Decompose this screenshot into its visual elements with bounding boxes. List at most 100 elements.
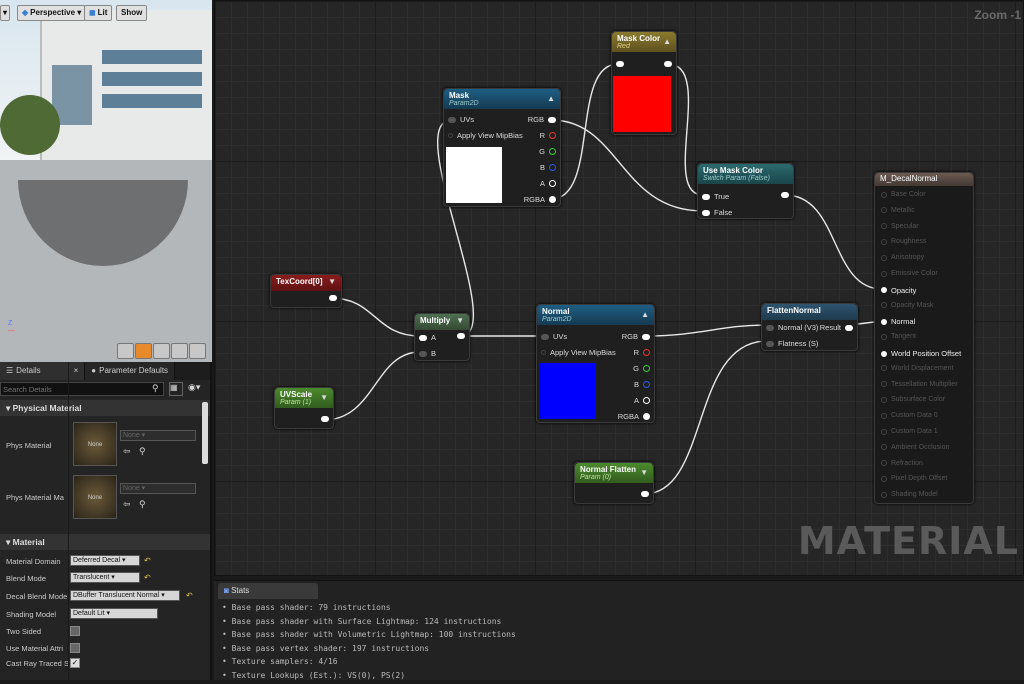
pin-normal-r[interactable]: R [634,348,650,357]
pin-mask-uvs[interactable]: UVs [448,115,474,124]
blend-mode-dropdown[interactable]: Translucent ▾ [70,572,140,583]
show-button[interactable]: Show [116,5,147,21]
details-search-input[interactable] [0,382,164,396]
pin-switch-false[interactable]: False [702,208,732,217]
pin-mask-mipbias[interactable]: Apply View MipBias [448,131,523,140]
pin-normal-b[interactable]: B [634,380,650,389]
pin-normal-a[interactable]: A [634,396,650,405]
reset-icon[interactable]: ↶ [144,573,151,582]
pin-output-opacity-mask[interactable]: Opacity Mask [881,302,933,309]
pin-switch-out[interactable] [781,192,789,198]
shading-model-dropdown[interactable]: Default Lit ▾ [70,608,158,619]
pin-mask-r[interactable]: R [540,131,556,140]
node-flatten-normal[interactable]: FlattenNormal Normal (V3) Result Flatnes… [761,303,858,351]
pin-texcoord-out[interactable] [329,295,337,301]
viewport-menu-button[interactable]: ▾ [0,5,10,21]
use-material-attributes-checkbox[interactable] [70,643,80,653]
dropdown-icon[interactable]: ▼ [640,468,648,477]
pin-output-shading-model[interactable]: Shading Model [881,491,938,498]
pin-multiply-b[interactable]: B [419,349,436,358]
pin-nflatten-out[interactable] [641,491,649,497]
pin-flatten-normal-in[interactable]: Normal (V3) [766,323,818,332]
collapse-icon[interactable]: ▲ [663,37,671,46]
reset-icon[interactable]: ↶ [186,591,193,600]
pin-flatten-flatness[interactable]: Flatness (S) [766,339,818,348]
lit-button[interactable]: ◼Lit [84,5,112,21]
phys-material-thumbnail[interactable]: None [73,422,117,466]
tab-parameter-defaults[interactable]: ●Parameter Defaults [85,362,175,380]
browse-icon[interactable]: ⚲ [139,499,146,510]
arrow-left-icon[interactable]: ⇦ [123,499,131,510]
pin-output-custom-data-0[interactable]: Custom Data 0 [881,412,938,419]
category-material[interactable]: ▾ Material [0,534,210,550]
dropdown-icon[interactable]: ▼ [456,316,464,325]
pin-mask-a[interactable]: A [540,179,556,188]
pin-output-roughness[interactable]: Roughness [881,238,926,245]
eye-icon[interactable]: ◉▾ [188,382,200,393]
pin-output-subsurface-color[interactable]: Subsurface Color [881,396,945,403]
node-multiply[interactable]: Multiply▼ A B [414,313,470,361]
two-sided-checkbox[interactable] [70,626,80,636]
pin-output-anisotropy[interactable]: Anisotropy [881,254,924,261]
pin-output-world-position-offset[interactable]: World Position Offset [881,349,961,358]
phys-material-mask-dropdown[interactable]: None ▾ [120,483,196,494]
pin-output-ambient-occlusion[interactable]: Ambient Occlusion [881,444,949,451]
pin-output-emissive-color[interactable]: Emissive Color [881,270,938,277]
decal-blend-mode-dropdown[interactable]: DBuffer Translucent Normal ▾ [70,590,180,601]
collapse-icon[interactable]: ▲ [641,310,649,319]
pin-output-base-color[interactable]: Base Color [881,191,926,198]
pin-multiply-out[interactable] [457,333,465,339]
material-domain-dropdown[interactable]: Deferred Decal ▾ [70,555,140,566]
collapse-icon[interactable]: ▲ [547,94,555,103]
pin-maskcolor-in[interactable] [616,61,624,67]
pin-mask-g[interactable]: G [539,147,556,156]
tab-stats[interactable]: ◙ Stats [218,583,318,599]
pin-output-specular[interactable]: Specular [881,223,919,230]
reset-icon[interactable]: ↶ [144,556,151,565]
pin-output-tangent[interactable]: Tangent [881,333,916,340]
pin-output-custom-data-1[interactable]: Custom Data 1 [881,428,938,435]
perspective-button[interactable]: ◆Perspective ▾ [17,5,86,21]
plane-preview-button[interactable] [153,343,170,359]
pin-output-refraction[interactable]: Refraction [881,460,923,467]
pin-maskcolor-out[interactable] [664,61,672,67]
node-texcoord[interactable]: TexCoord[0]▼ [270,274,342,308]
browse-icon[interactable]: ⚲ [139,446,146,457]
phys-material-mask-thumbnail[interactable]: None [73,475,117,519]
pin-output-pixel-depth-offset[interactable]: Pixel Depth Offset [881,475,947,482]
pin-output-opacity[interactable]: Opacity [881,286,916,295]
arrow-left-icon[interactable]: ⇦ [123,446,131,457]
pin-switch-true[interactable]: True [702,192,729,201]
pin-output-metallic[interactable]: Metallic [881,207,915,214]
pin-multiply-a[interactable]: A [419,333,436,342]
cast-ray-traced-checkbox[interactable]: ✓ [70,658,80,668]
pin-output-tessellation-multiplier[interactable]: Tessellation Multiplier [881,381,958,388]
grid-view-icon[interactable]: ▦ [169,382,183,396]
tab-details[interactable]: ☰Details× [0,362,85,380]
dropdown-icon[interactable]: ▼ [320,393,328,402]
dropdown-icon[interactable]: ▼ [328,277,336,286]
pin-output-world-displacement[interactable]: World Displacement [881,365,954,372]
pin-uvscale-out[interactable] [321,416,329,422]
pin-mask-rgb[interactable]: RGB [528,115,556,124]
pin-normal-rgb[interactable]: RGB [622,332,650,341]
pin-normal-mipbias[interactable]: Apply View MipBias [541,348,616,357]
pin-output-normal[interactable]: Normal [881,317,915,326]
cylinder-preview-button[interactable] [117,343,134,359]
pin-mask-rgba[interactable]: RGBA [524,195,556,204]
pin-mask-b[interactable]: B [540,163,556,172]
pin-normal-g[interactable]: G [633,364,650,373]
category-physical-material[interactable]: ▾ Physical Material [0,400,210,416]
pin-flatten-result[interactable]: Result [820,323,853,332]
phys-material-dropdown[interactable]: None ▾ [120,430,196,441]
sphere-preview-button[interactable] [135,343,152,359]
details-scrollbar[interactable] [202,402,208,464]
pin-normal-rgba[interactable]: RGBA [618,412,650,421]
